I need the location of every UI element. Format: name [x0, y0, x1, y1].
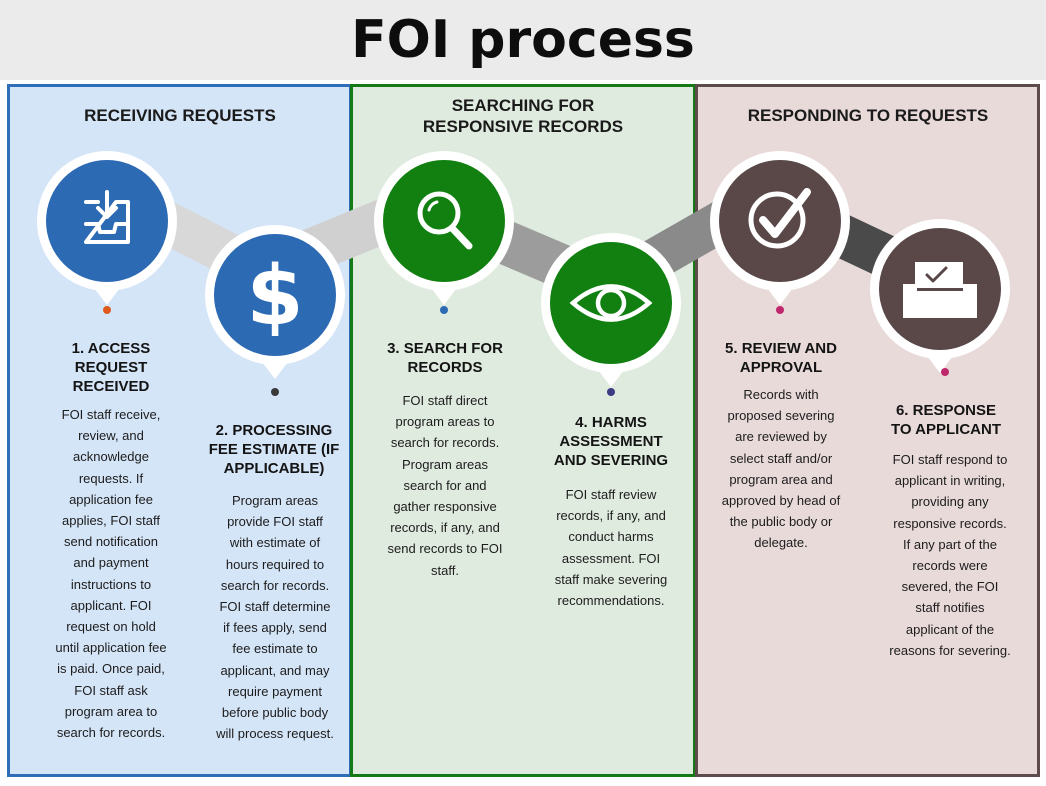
step-1-description: FOI staff receive, review, and acknowled…: [55, 407, 167, 741]
step-2-description: Program areas provide FOI staff with est…: [216, 493, 334, 742]
eye-icon: [569, 284, 653, 322]
step-6-title: 6. RESPONSE TO APPLICANT: [890, 402, 1001, 438]
phase-title-searching: SEARCHING FOR RESPONSIVE RECORDS: [422, 96, 624, 136]
checkmark-circle-icon: [748, 188, 811, 249]
phase-title-responding: RESPONDING TO REQUESTS: [747, 106, 989, 125]
phase-title-receiving: RECEIVING REQUESTS: [84, 106, 276, 125]
marker-dot-4: [607, 388, 615, 396]
pin-step-6: [869, 218, 1011, 376]
marker-dot-3: [440, 306, 448, 314]
step-5-description: Records with proposed severing are revie…: [721, 387, 841, 551]
step-5-title: 5. REVIEW AND APPROVAL: [725, 340, 837, 376]
dollar-sign-icon: $: [246, 249, 303, 344]
step-4-title: 4. HARMS ASSESSMENT AND SEVERING: [553, 414, 669, 469]
title-bar: FOI process: [0, 0, 1046, 80]
page-title: FOI process: [351, 10, 695, 70]
pin-step-1: [36, 150, 178, 308]
step-3-description: FOI staff direct program areas to search…: [387, 393, 503, 578]
pin-step-2: $: [204, 224, 346, 382]
marker-dot-5: [776, 306, 784, 314]
step-6-description: FOI staff respond to applicant in writin…: [889, 452, 1011, 658]
document-tray-icon: [903, 262, 977, 318]
inbox-tray-icon: [84, 190, 130, 244]
pin-step-4: [540, 232, 682, 390]
step-1-title: 1. ACCESS REQUEST RECEIVED: [71, 340, 151, 395]
step-4-description: FOI staff review records, if any, and co…: [554, 487, 668, 609]
pin-step-3: [373, 150, 515, 308]
phase-panel-searching: [350, 84, 696, 777]
magnifier-icon: [417, 191, 473, 250]
pin-step-5: [709, 150, 851, 308]
step-3-title: 3. SEARCH FOR RECORDS: [387, 340, 503, 376]
marker-dot-1: [103, 306, 111, 314]
marker-dot-2: [271, 388, 279, 396]
marker-dot-6: [941, 368, 949, 376]
step-2-title: 2. PROCESSING FEE ESTIMATE (IF APPLICABL…: [208, 422, 340, 477]
